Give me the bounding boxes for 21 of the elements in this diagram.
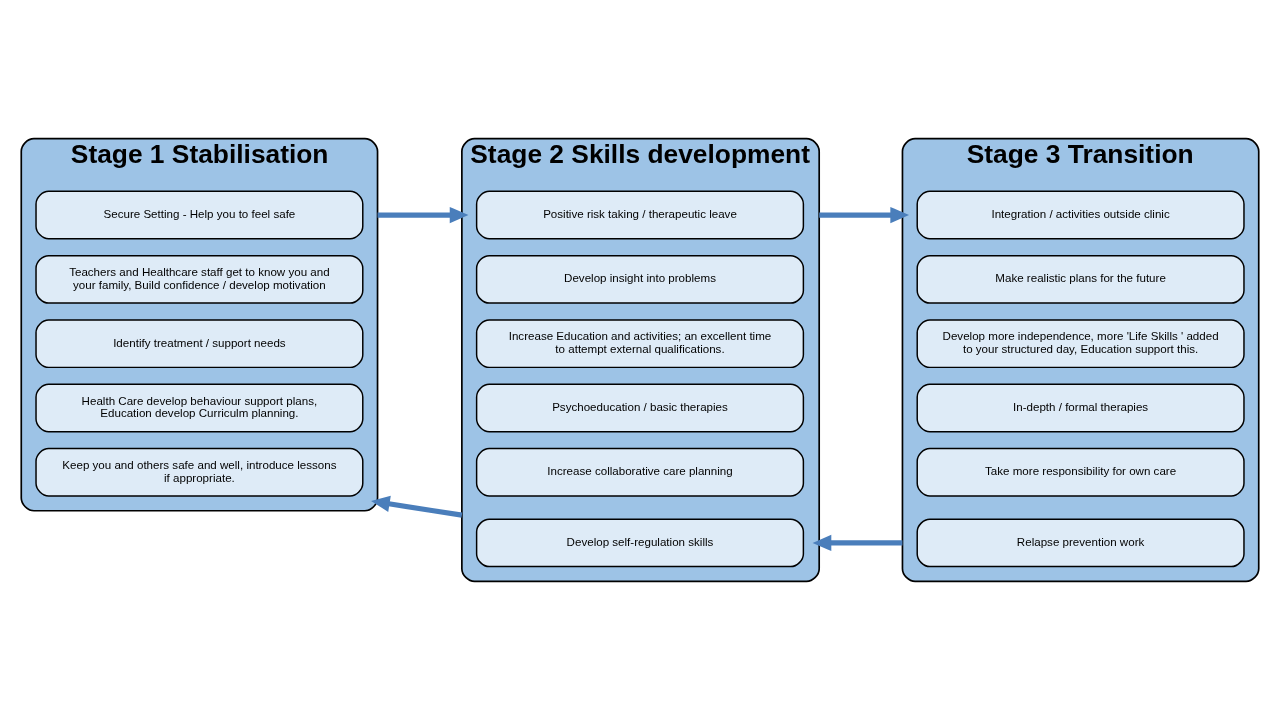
node-box: Psychoeducation / basic therapies bbox=[475, 383, 805, 433]
node-box: Make realistic plans for the future bbox=[916, 254, 1245, 304]
node-box: Integration / activities outside clinic bbox=[916, 190, 1245, 240]
arrow bbox=[819, 206, 910, 224]
node-box: Take more responsibility for own care bbox=[916, 447, 1245, 497]
node-box: Develop self-regulation skills bbox=[475, 518, 805, 568]
node-box: Secure Setting - Help you to feel safe bbox=[35, 190, 364, 240]
node-box: Positive risk taking / therapeutic leave bbox=[475, 190, 805, 240]
node-box: Health Care develop behaviour support plans, Education develop Curriculm planning. bbox=[35, 383, 364, 433]
node-box: Increase Education and activities; an excellent time to attempt external qualifications. bbox=[475, 319, 805, 369]
arrow bbox=[371, 495, 463, 518]
node-box: Identify treatment / support needs bbox=[35, 319, 364, 369]
node-box: Relapse prevention work bbox=[916, 518, 1245, 568]
arrow bbox=[377, 206, 469, 224]
node-box: Develop more independence, more 'Life Skills ' added to your structured day, Education support this. bbox=[916, 319, 1245, 369]
arrow bbox=[812, 534, 903, 552]
node-box: Keep you and others safe and well, introduce lessons if appropriate. bbox=[35, 447, 364, 497]
node-box: In-depth / formal therapies bbox=[916, 383, 1245, 433]
node-box: Teachers and Healthcare staff get to know you and your family, Build confidence / develop motivation bbox=[35, 254, 364, 304]
node-box: Increase collaborative care planning bbox=[475, 447, 805, 497]
node-box: Develop insight into problems bbox=[475, 254, 805, 304]
